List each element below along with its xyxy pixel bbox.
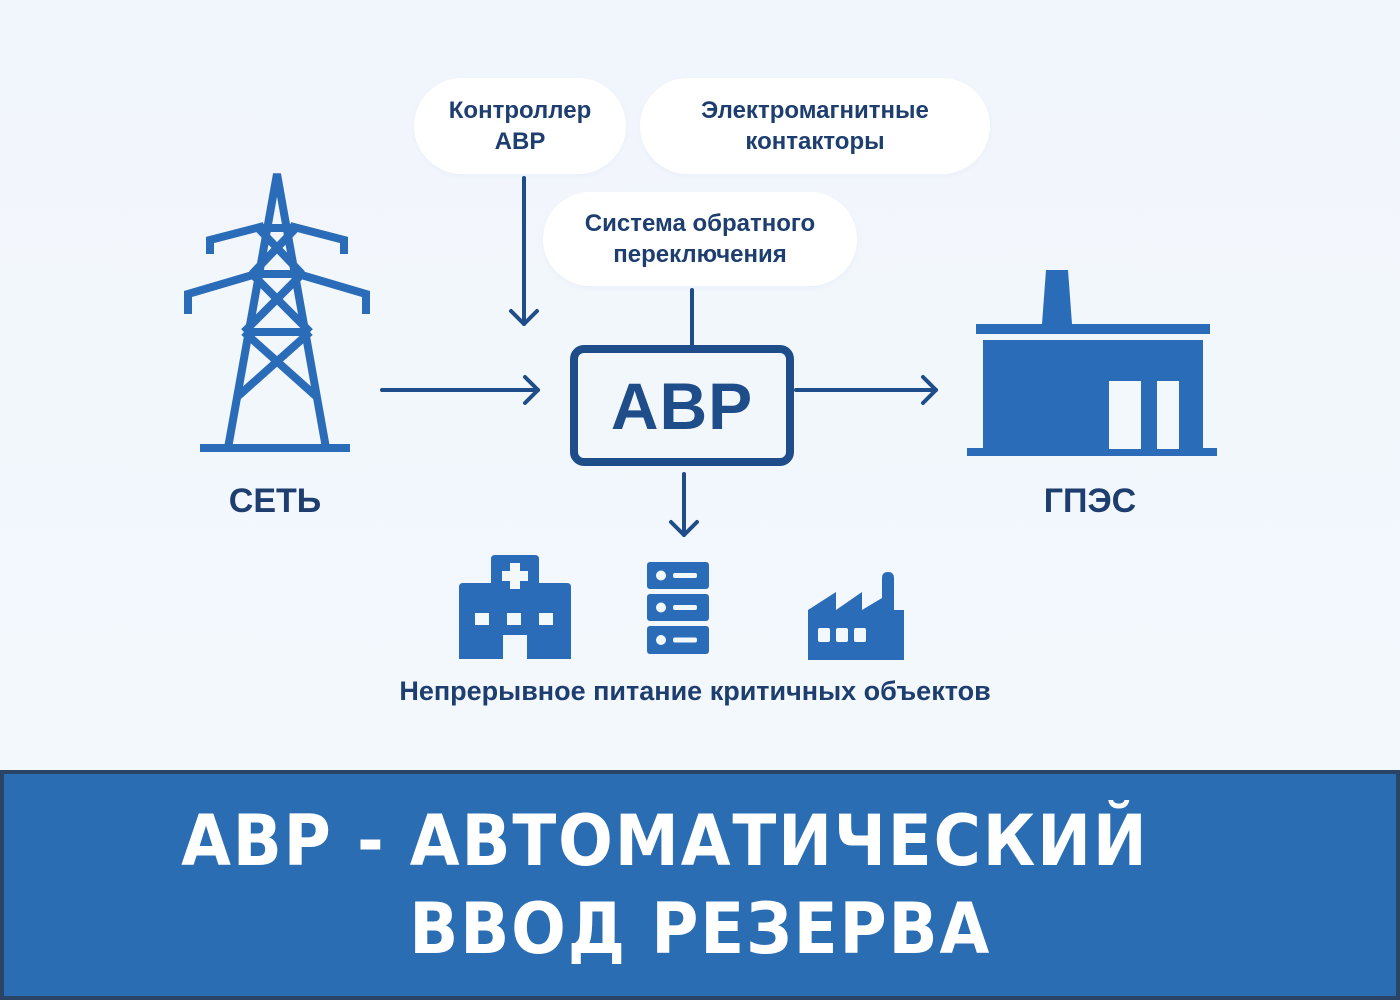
abr-center-node: АВР bbox=[570, 345, 794, 466]
consumers-caption: Непрерывное питание критичных объектов bbox=[399, 676, 991, 706]
power-plant-icon bbox=[967, 270, 1217, 456]
hospital-icon bbox=[459, 555, 571, 659]
reverse-label-line1: Система обратного bbox=[584, 210, 816, 237]
controller-label-line2: АВР bbox=[494, 128, 546, 155]
grid-label: СЕТЬ bbox=[228, 482, 322, 520]
banner-title-line2: ВВОД РЕЗЕРВА bbox=[409, 888, 991, 970]
reverse-switching-bubble: Система обратного переключения bbox=[543, 192, 857, 286]
banner-title-line1: АВР - АВТОМАТИЧЕСКИЙ bbox=[181, 800, 1149, 882]
power-tower-icon bbox=[184, 173, 370, 452]
server-rack-icon bbox=[647, 562, 709, 654]
title-banner: АВР - АВТОМАТИЧЕСКИЙ ВВОД РЕЗЕРВА bbox=[0, 770, 1400, 1000]
abr-label: АВР bbox=[610, 368, 754, 443]
contactors-bubble: Электромагнитные контакторы bbox=[640, 78, 990, 174]
controller-bubble: Контроллер АВР bbox=[414, 78, 626, 174]
factory-icon bbox=[808, 572, 904, 660]
reverse-label-line2: переключения bbox=[613, 241, 787, 268]
controller-label-line1: Контроллер bbox=[448, 97, 592, 124]
gpes-label: ГПЭС bbox=[1043, 482, 1137, 520]
contactors-label-line2: контакторы bbox=[745, 128, 885, 155]
contactors-label-line1: Электромагнитные bbox=[701, 97, 929, 124]
